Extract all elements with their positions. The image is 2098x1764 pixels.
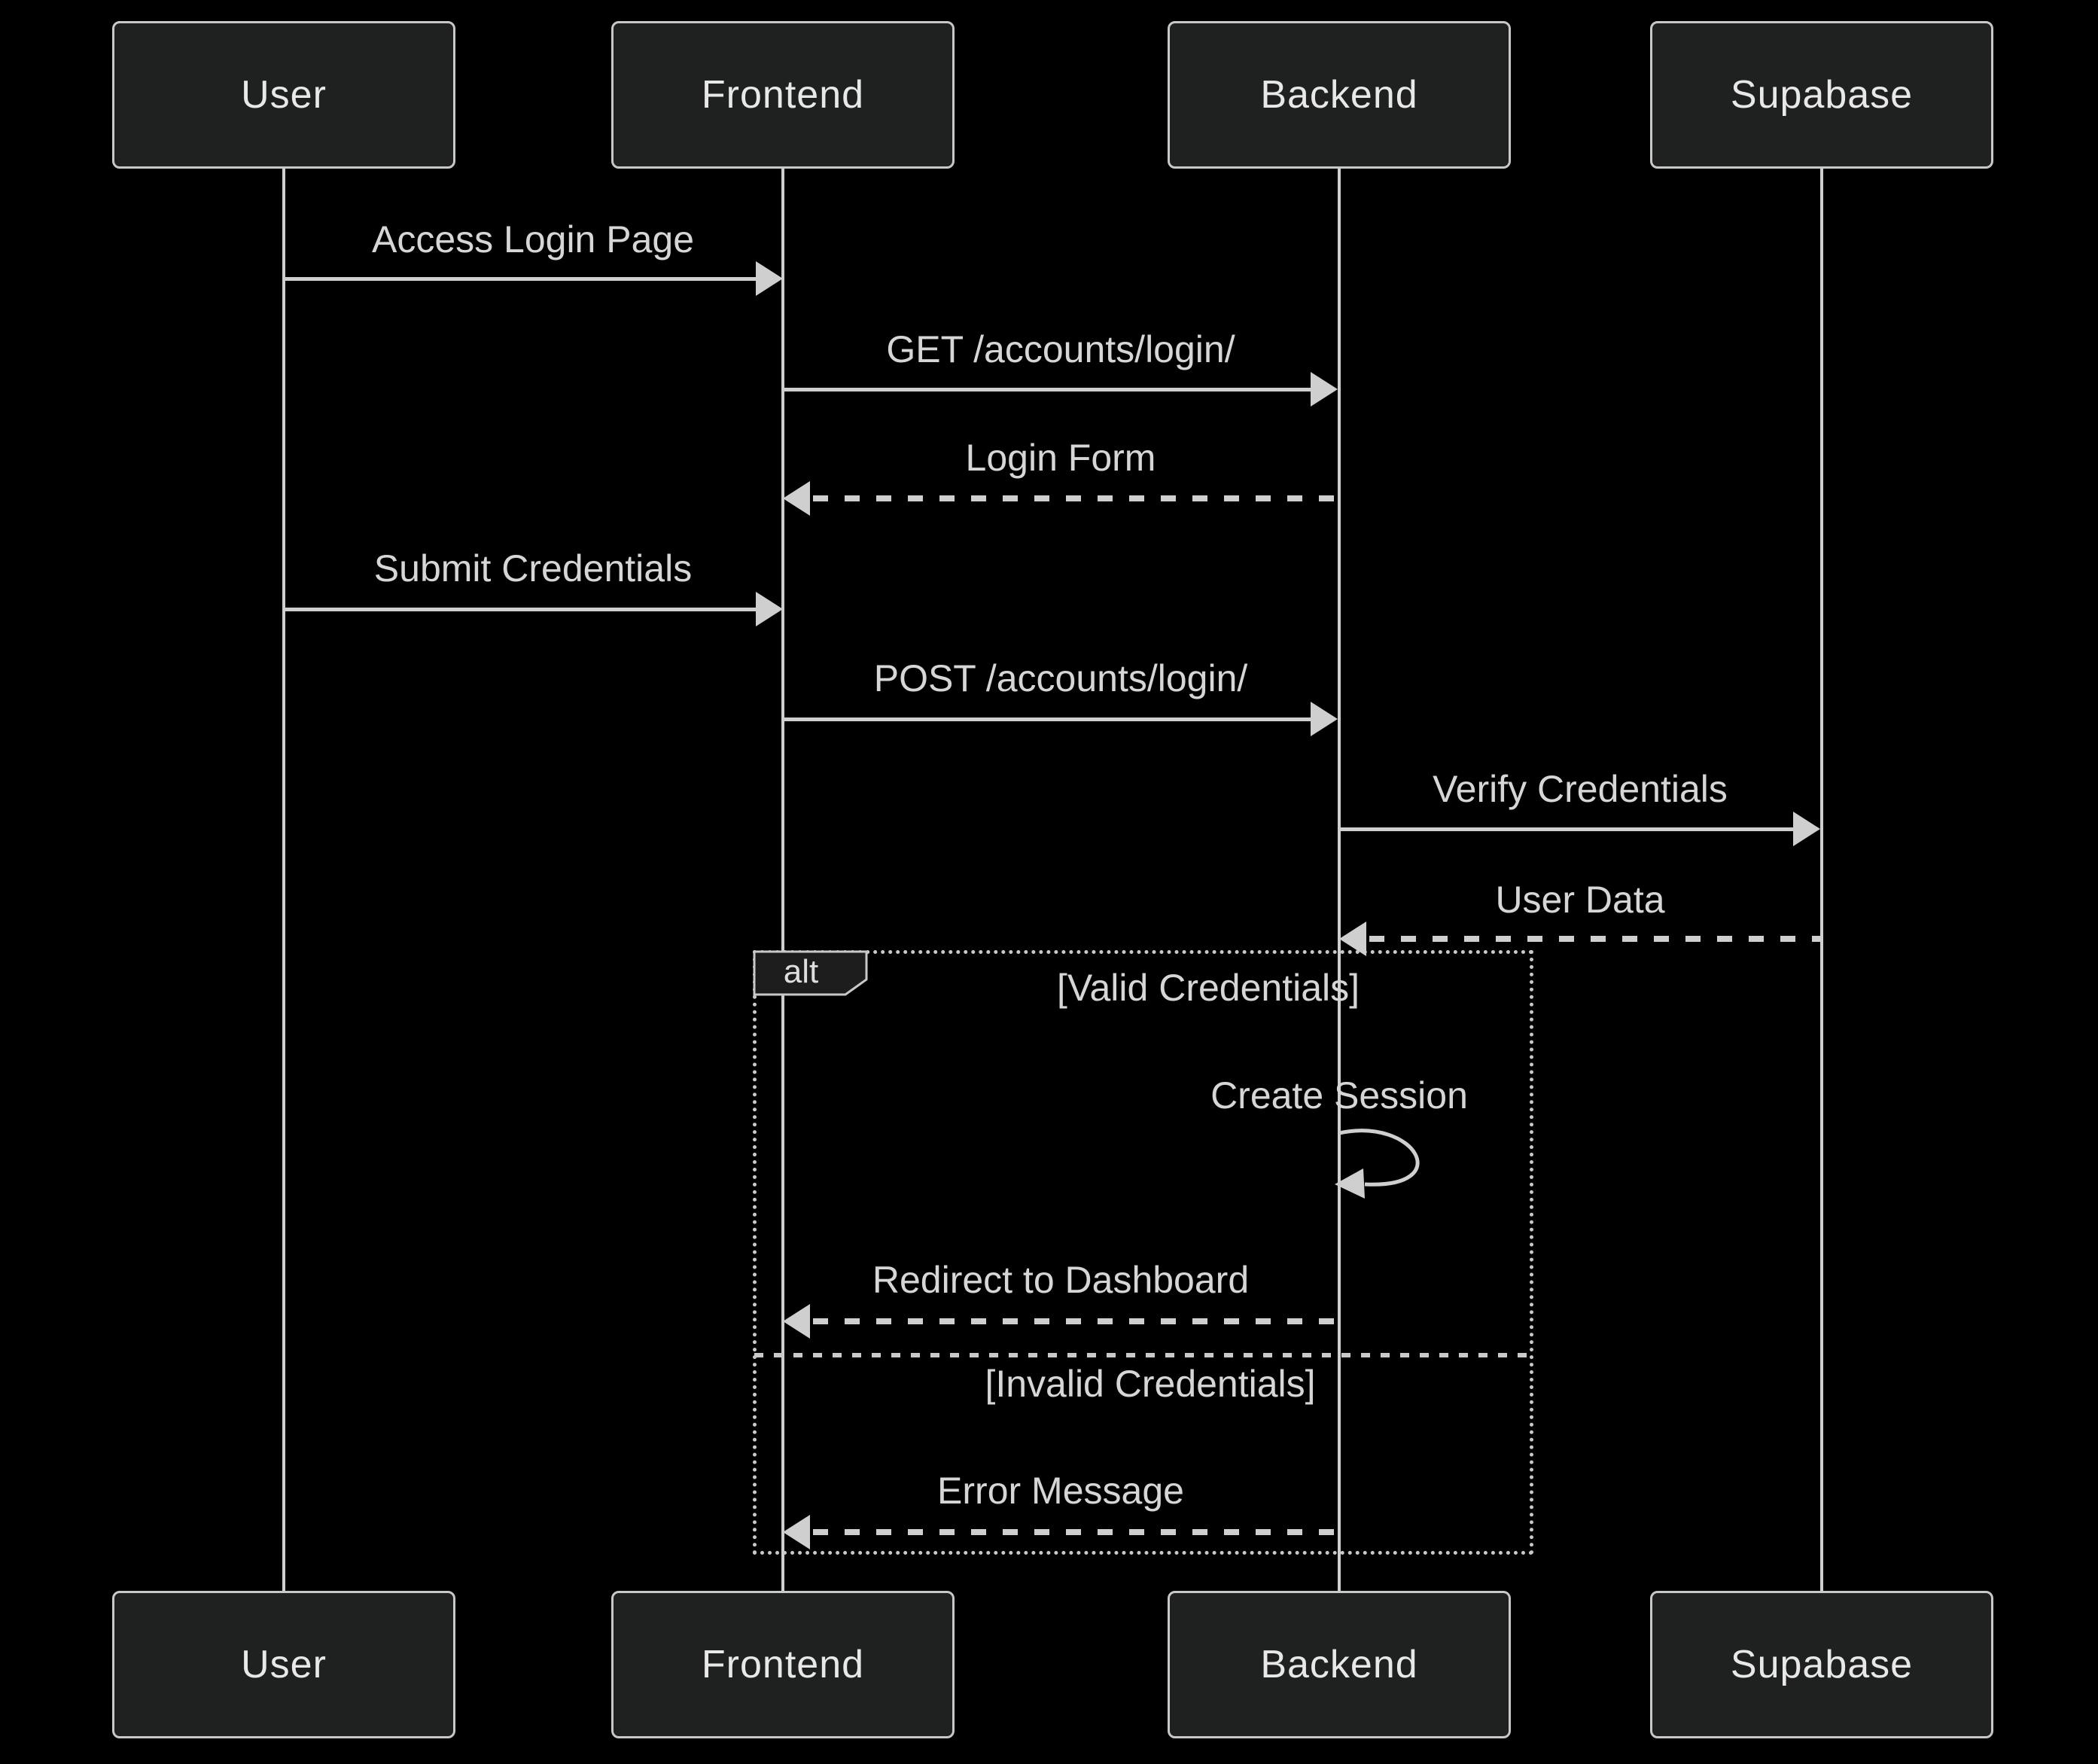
arrowhead-right-4 (756, 592, 783, 626)
actor-supabase-bottom: Supabase (1650, 1591, 1993, 1738)
arrowhead-right-5 (1311, 702, 1338, 736)
actor-backend-bottom: Backend (1168, 1591, 1511, 1738)
message-line-7 (1369, 936, 1820, 942)
alt-fragment-divider (754, 1353, 1532, 1357)
actor-frontend-top: Frontend (611, 21, 955, 169)
message-line-1 (284, 277, 756, 281)
message-submit-credentials: Submit Credentials (373, 547, 693, 590)
message-line-5 (783, 717, 1312, 721)
message-verify-credentials: Verify Credentials (1433, 768, 1728, 810)
self-loop-arrow (1335, 1129, 1420, 1199)
message-post-accounts-login: POST /accounts/login/ (873, 657, 1248, 699)
actor-supabase-top: Supabase (1650, 21, 1993, 169)
arrowhead-right-1 (756, 261, 783, 296)
message-line-3 (813, 495, 1338, 501)
actor-user-bottom: User (112, 1591, 455, 1738)
alt-label: alt (783, 953, 819, 990)
alt-label-shape (753, 950, 868, 996)
message-get-accounts-login: GET /accounts/login/ (886, 328, 1235, 370)
arrowhead-right-2 (1311, 372, 1338, 407)
actor-frontend-bottom: Frontend (611, 1591, 955, 1738)
alt-guard-invalid: [Invalid Credentials] (985, 1363, 1316, 1405)
actor-user-top: User (112, 21, 455, 169)
message-error-message: Error Message (937, 1470, 1184, 1512)
alt-fragment-frame (753, 950, 1533, 1555)
lifeline-user (282, 167, 285, 1591)
message-line-2 (783, 388, 1312, 391)
message-line-6 (1339, 827, 1793, 831)
message-redirect-to-dashboard: Redirect to Dashboard (872, 1259, 1250, 1301)
arrowhead-left-7 (1339, 922, 1366, 956)
arrowhead-left-9 (783, 1304, 810, 1339)
message-user-data: User Data (1495, 879, 1665, 921)
message-login-form: Login Form (965, 437, 1156, 479)
message-line-4 (284, 608, 756, 611)
lifeline-frontend (781, 167, 784, 1591)
message-create-session: Create Session (1210, 1074, 1468, 1117)
alt-guard-valid: [Valid Credentials] (1056, 967, 1360, 1009)
message-access-login-page: Access Login Page (371, 218, 695, 260)
message-line-10 (813, 1529, 1338, 1535)
arrowhead-left-10 (783, 1515, 810, 1549)
lifeline-backend (1338, 167, 1341, 1591)
arrowhead-left-3 (783, 481, 810, 516)
message-line-9 (813, 1318, 1338, 1324)
actor-backend-top: Backend (1168, 21, 1511, 169)
arrowhead-right-6 (1793, 812, 1820, 846)
lifeline-supabase (1820, 167, 1823, 1591)
